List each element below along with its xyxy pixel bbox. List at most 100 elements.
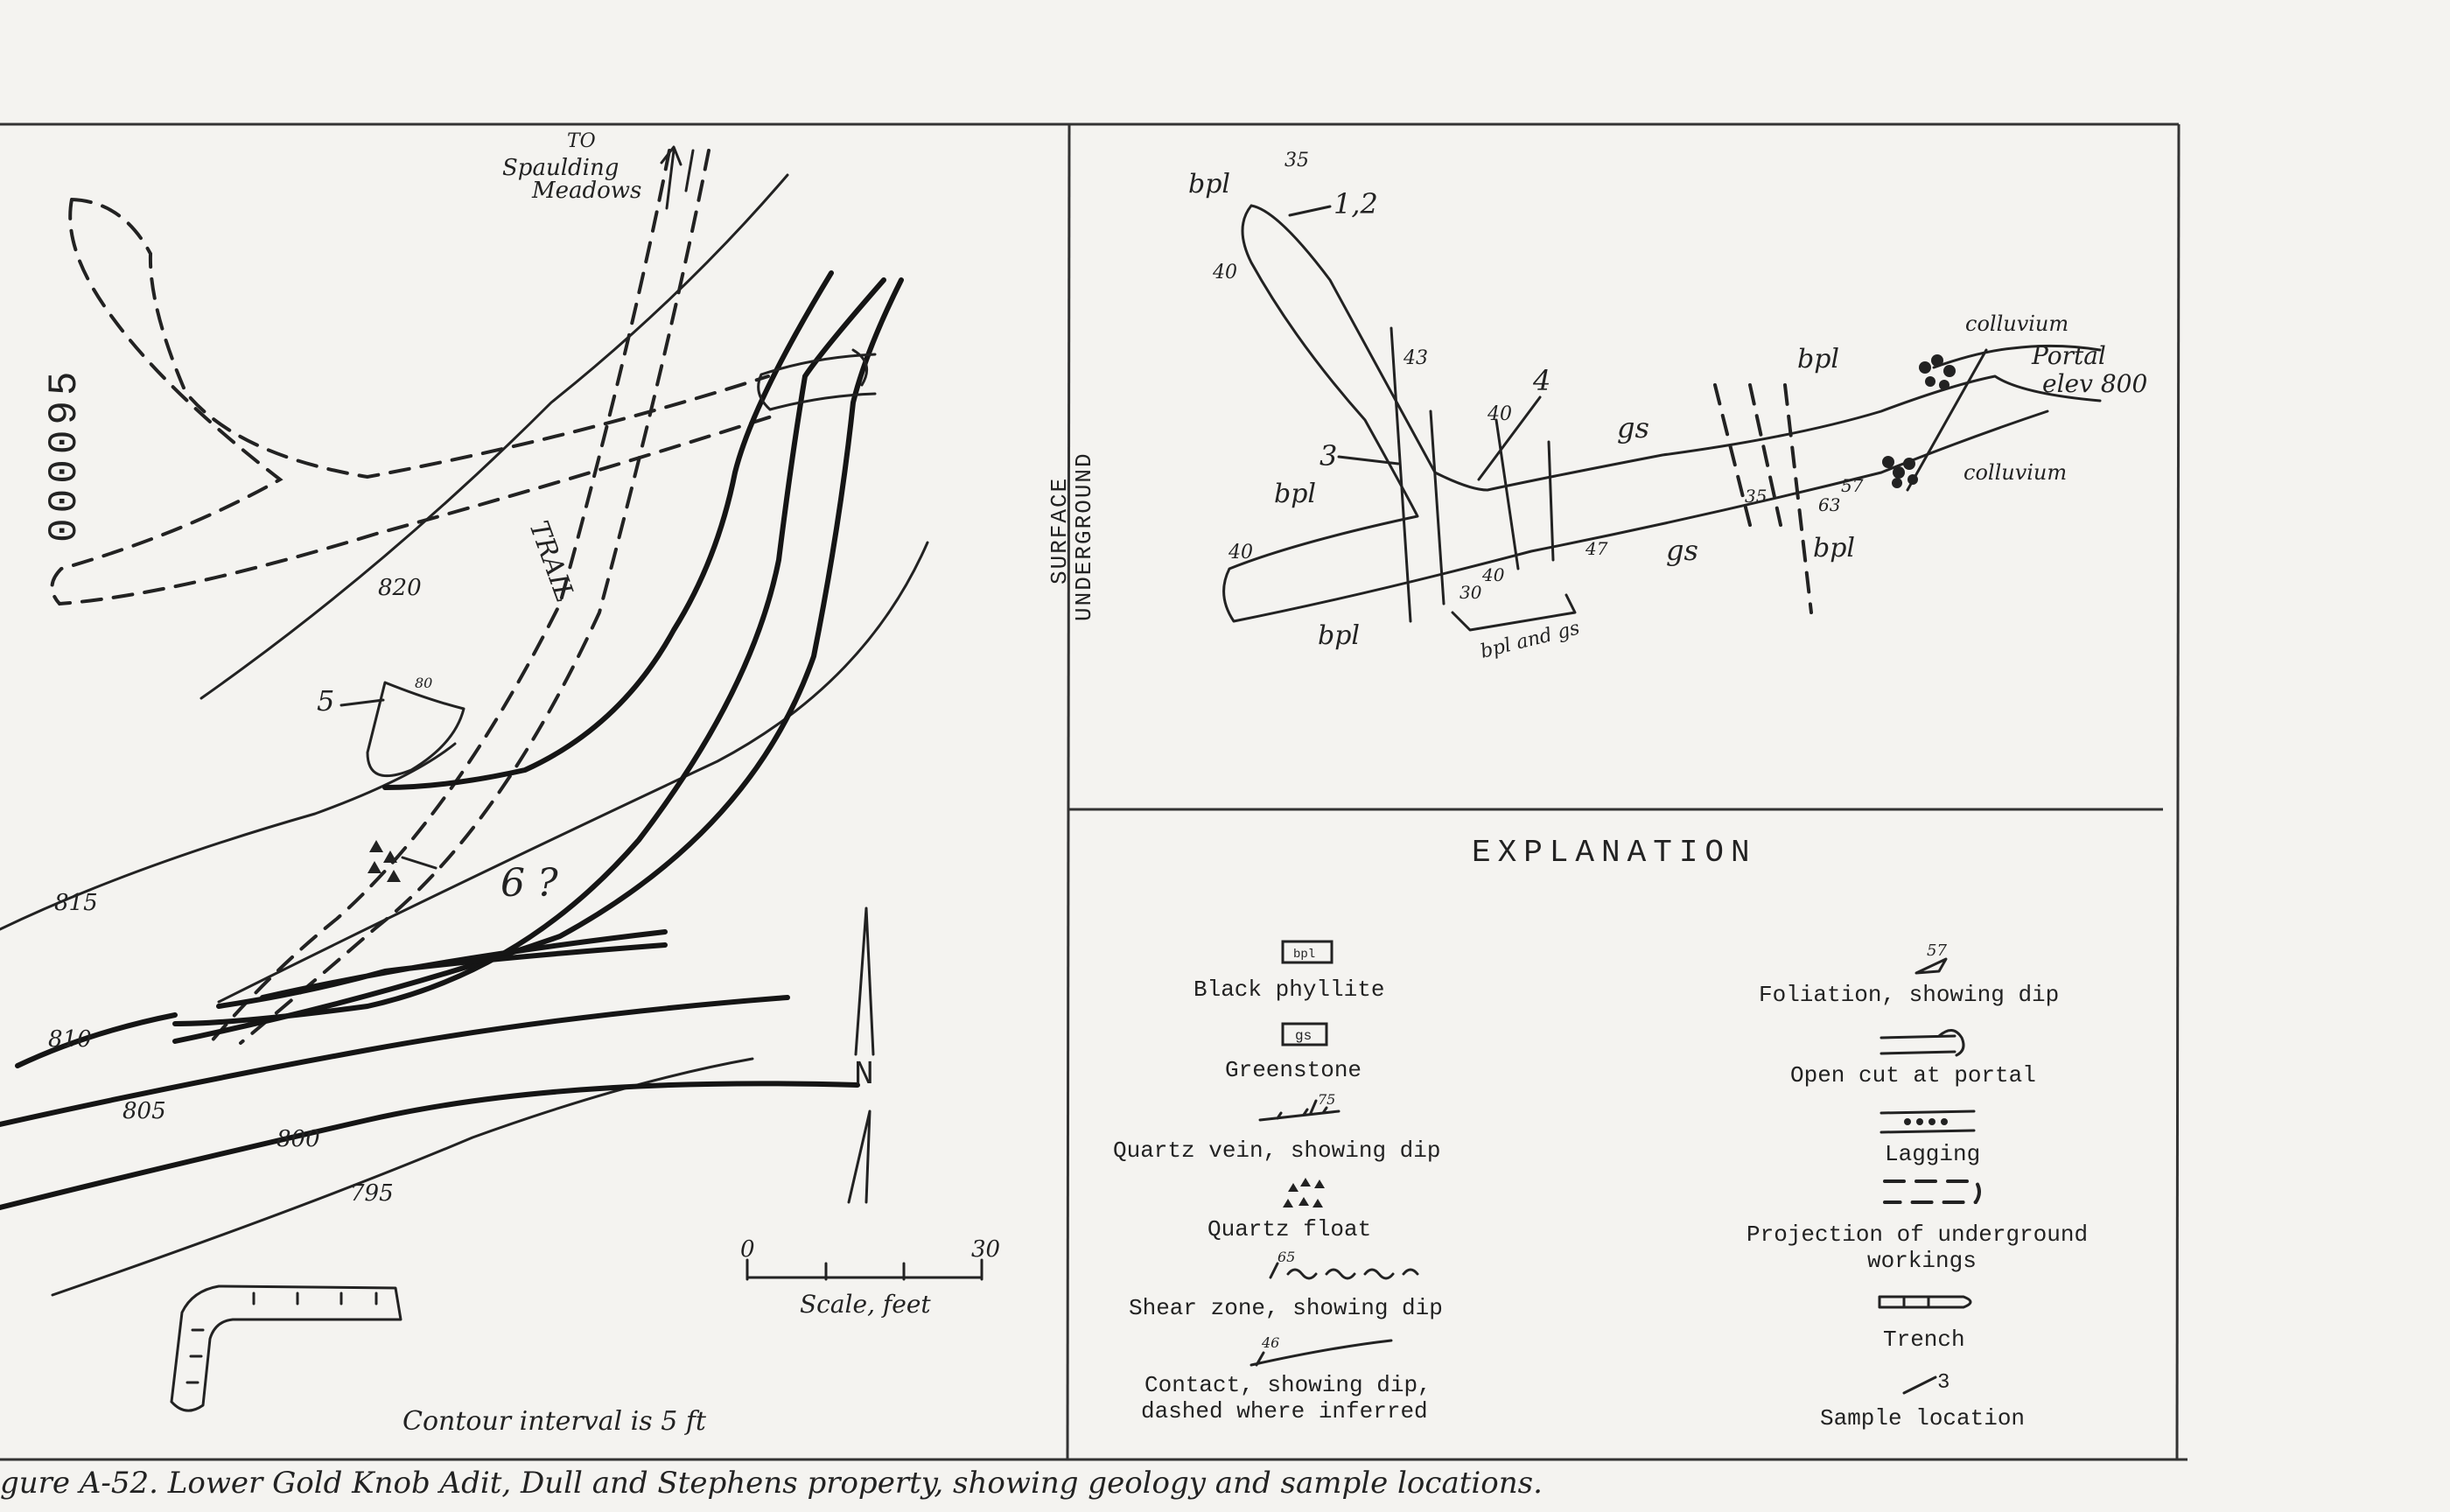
legend-projection-line2: workings xyxy=(1867,1248,1977,1274)
shear-zone-symbol-dip: 65 xyxy=(1278,1249,1295,1265)
sample-1-2-label: 1,2 xyxy=(1334,187,1378,220)
sample-5-outcrop xyxy=(366,681,466,778)
sample-5-leader xyxy=(340,698,385,707)
sample-5-label: 5 xyxy=(317,684,334,718)
scale-start: 0 xyxy=(740,1236,755,1263)
explanation-title: EXPLANATION xyxy=(1472,835,1757,871)
black-phyllite-symbol xyxy=(1281,940,1334,964)
sample-4-leader xyxy=(1477,396,1542,481)
unit-gs-1: gs xyxy=(1617,411,1649,444)
destination-line1: Spaulding xyxy=(502,155,619,181)
contour-800-label: 800 xyxy=(276,1126,320,1152)
contact-legend-symbol xyxy=(1250,1339,1393,1367)
foliation-symbol-dip: 57 xyxy=(1927,942,1947,960)
open-cut xyxy=(757,348,877,411)
unit-bpl-2: bpl xyxy=(1274,479,1316,509)
contact-2 xyxy=(1429,410,1446,606)
colluvium-label-2: colluvium xyxy=(1964,460,2067,485)
projected-workings xyxy=(50,198,776,606)
scale-end: 30 xyxy=(971,1236,1000,1263)
contour-note: Contour interval is 5 ft xyxy=(402,1406,707,1437)
greenstone-symbol xyxy=(1281,1022,1328,1046)
open-cut-symbol xyxy=(1880,1029,1965,1057)
surface-label: SURFACE xyxy=(1046,477,1073,584)
trail-right-edge xyxy=(239,149,710,1045)
legend-foliation: Foliation, showing dip xyxy=(1759,982,2059,1008)
legend-trench: Trench xyxy=(1883,1326,1965,1353)
contour-820-label: 820 xyxy=(378,575,422,601)
portal-line1: Portal xyxy=(2031,341,2106,370)
trail-left-edge xyxy=(208,149,671,1045)
quartz-vein-symbol-dip: 75 xyxy=(1318,1091,1335,1108)
legend-black-phyllite: Black phyllite xyxy=(1194,976,1384,1003)
sample-location-symbol xyxy=(1902,1376,1937,1395)
lagging-symbol xyxy=(1880,1110,1976,1134)
quartz-float-legend-symbol xyxy=(1283,1178,1325,1208)
trail-arrow-2 xyxy=(684,149,695,192)
contour-810 xyxy=(15,929,668,1068)
legend-contact-line1: Contact, showing dip, xyxy=(1144,1372,1432,1398)
contact-dashed-3 xyxy=(1783,383,1813,614)
trail-arrow-1 xyxy=(660,145,682,210)
right-border xyxy=(2175,123,2180,1460)
sample-6-label: 6 ? xyxy=(500,861,558,906)
black-phyllite-symbol-text: bpl xyxy=(1293,948,1315,962)
legend-open-cut: Open cut at portal xyxy=(1790,1062,2036,1088)
contact-3 xyxy=(1494,418,1520,570)
shear-zone-symbol xyxy=(1269,1262,1419,1280)
trench xyxy=(170,1284,402,1412)
contact-dashed-2 xyxy=(1748,383,1782,527)
sample-3-leader xyxy=(1337,455,1400,466)
quartz-float-symbol xyxy=(368,840,401,882)
scale-bar xyxy=(746,1258,984,1281)
contour-815 xyxy=(0,742,457,931)
scale-label: Scale, feet xyxy=(800,1290,931,1319)
contour-805-label: 805 xyxy=(122,1098,166,1124)
trench-legend-symbol xyxy=(1878,1295,1972,1309)
contour-795 xyxy=(51,1057,754,1297)
figure-caption: gure A-52. Lower Gold Knob Adit, Dull an… xyxy=(0,1466,1543,1501)
adit-portal-open-cut xyxy=(1906,344,2102,492)
unit-bpl-4: bpl xyxy=(1797,344,1839,374)
legend-sample-location: Sample location xyxy=(1820,1405,2025,1432)
lagging-dots xyxy=(1904,1118,1948,1125)
contour-815-label: 815 xyxy=(54,890,98,916)
mixed-zone-label: bpl and gs xyxy=(1478,618,1582,663)
contour-ridge-3 xyxy=(172,277,904,1044)
dip-40-d: 40 xyxy=(1481,564,1505,585)
dip-47: 47 xyxy=(1585,538,1608,559)
contour-ridge-1 xyxy=(382,270,834,790)
sample-location-symbol-num: 3 xyxy=(1937,1371,1950,1395)
sample-1-2-leader xyxy=(1288,205,1332,217)
dip-43: 43 xyxy=(1403,347,1428,369)
portal-line2: elev 800 xyxy=(2042,369,2147,398)
legend-shear-zone: Shear zone, showing dip xyxy=(1129,1295,1443,1321)
legend-lagging: Lagging xyxy=(1885,1141,1980,1167)
unit-bpl-5: bpl xyxy=(1813,533,1855,564)
to-label: TO xyxy=(567,130,596,152)
contour-795-label: 795 xyxy=(350,1180,394,1207)
north-arrow xyxy=(847,906,875,1204)
underground-label: UNDERGROUND xyxy=(1071,452,1097,621)
adit-workings xyxy=(1222,204,2102,623)
contour-800 xyxy=(0,1081,860,1210)
contact-1 xyxy=(1390,326,1412,623)
dip-35-top: 35 xyxy=(1284,150,1309,172)
trench-hachures xyxy=(186,1292,378,1384)
dip-40-c: 40 xyxy=(1228,542,1253,564)
mixed-zone-bracket xyxy=(1451,593,1577,632)
contour-outer-east xyxy=(217,541,929,1004)
destination-line2: Meadows xyxy=(531,178,641,204)
foliation-symbol xyxy=(1914,957,1948,975)
legend-projection-line1: Projection of underground xyxy=(1746,1222,2088,1248)
plan-map: TRAIL TO Spaulding Meadows 820 815 795 8… xyxy=(0,130,1000,1437)
legend-quartz-vein: Quartz vein, showing dip xyxy=(1113,1138,1440,1164)
sample-3-label: 3 xyxy=(1320,439,1337,472)
dip-30: 30 xyxy=(1460,582,1482,603)
legend-contact-line2: dashed where inferred xyxy=(1141,1398,1428,1424)
contour-820 xyxy=(200,173,789,700)
north-label: N xyxy=(854,1056,874,1094)
unit-bpl-3: bpl xyxy=(1318,620,1360,651)
projection-symbol xyxy=(1883,1180,1981,1204)
